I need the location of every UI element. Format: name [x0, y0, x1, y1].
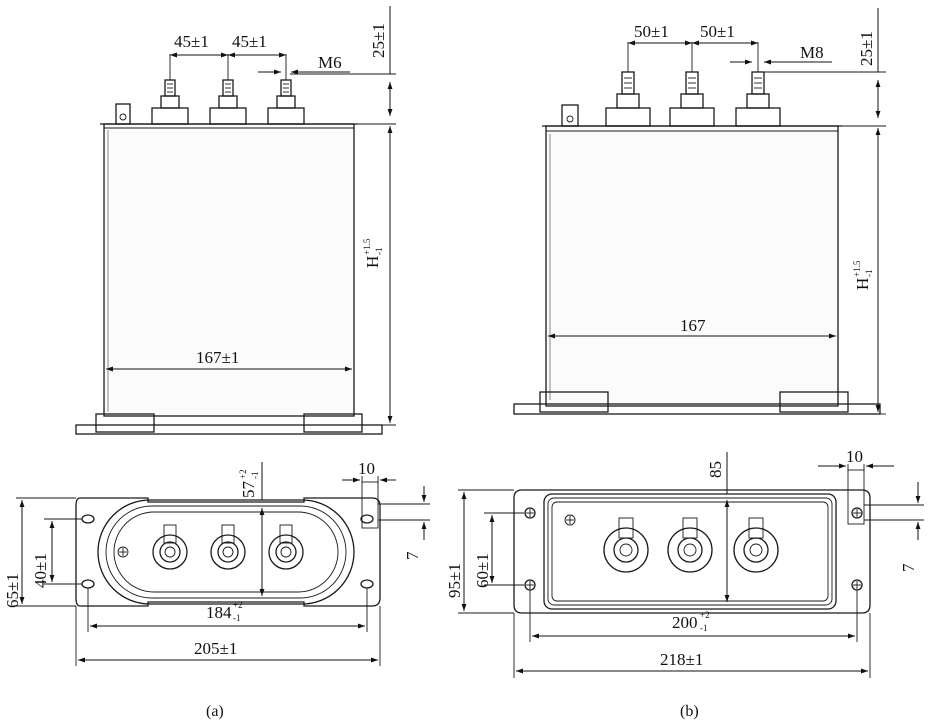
ground-stud-a: [115, 103, 131, 125]
svg-text:-1: -1: [250, 472, 260, 480]
svg-text:200: 200: [672, 613, 698, 632]
terminal-top-a-1: [152, 524, 188, 570]
ground-stud-b: [561, 104, 579, 127]
dim-b-thread: M8: [800, 43, 824, 62]
terminal-b-3: [735, 42, 781, 127]
dim-a-hole-length: 184 +2 -1: [206, 600, 243, 623]
top-view-a: 57 +2 -1 10 7 65±1 40±1 184 +2 -1: [3, 459, 430, 720]
dim-a-hole-depth: 40±1: [31, 553, 50, 588]
dim-a-spacing-2: 45±1: [232, 32, 267, 51]
svg-text:-1: -1: [233, 613, 241, 623]
dim-a-slot-width: 10: [358, 459, 375, 478]
capacitor-body-a: [103, 123, 355, 417]
terminal-a-2: [209, 54, 247, 125]
dim-b-slot-width: 10: [846, 447, 863, 466]
dim-a-spacing-1: 45±1: [174, 32, 209, 51]
dim-a-base-depth: 65±1: [3, 573, 22, 608]
svg-text:+1.5: +1.5: [362, 238, 372, 255]
front-view-a: 45±1 45±1 M6 25±1 H +1.5 -1 167±1: [75, 6, 396, 435]
rect-body-b: [543, 493, 837, 610]
terminal-top-b-2: [667, 517, 713, 573]
top-view-b: 85 10 7 95±1 60±1 200 +2 -1 218±: [445, 447, 924, 720]
flange-b: [513, 489, 871, 614]
dim-b-hole-depth: 60±1: [473, 553, 492, 588]
dim-a-terminal-height: 25±1: [369, 23, 388, 58]
dim-a-height: H +1.5 -1: [362, 238, 384, 268]
dim-b-hole-length: 200 +2 -1: [672, 610, 710, 633]
front-view-b: 50±1 50±1 M8 25±1 H +1.5 -1 167: [513, 8, 886, 415]
svg-text:H: H: [853, 278, 872, 290]
terminal-b-1: [605, 42, 651, 127]
terminal-b-2: [669, 42, 715, 127]
terminal-top-a-2: [210, 524, 246, 570]
svg-text:-1: -1: [864, 270, 874, 278]
dim-a-slot-depth: 7: [403, 551, 422, 560]
dim-b-base-length: 218±1: [660, 650, 703, 669]
svg-text:-1: -1: [374, 248, 384, 256]
svg-text:184: 184: [206, 603, 232, 622]
dim-b-slot-depth: 7: [899, 563, 918, 572]
terminal-top-b-3: [733, 517, 779, 573]
capacitor-body-b: [545, 125, 839, 407]
dim-b-body-depth: 85: [706, 461, 725, 478]
svg-text:+2: +2: [233, 600, 243, 610]
svg-text:57: 57: [239, 481, 258, 499]
dim-b-spacing-2: 50±1: [700, 22, 735, 41]
dim-a-base-length: 205±1: [194, 639, 237, 658]
oval-body-a: [97, 499, 355, 605]
terminal-a-1: [151, 54, 189, 125]
dim-b-base-depth: 95±1: [445, 563, 464, 598]
svg-text:+2: +2: [700, 610, 710, 620]
terminal-a-3: [267, 54, 305, 125]
dim-a-depth: 57 +2 -1: [238, 469, 260, 498]
svg-text:H: H: [363, 256, 382, 268]
svg-text:+2: +2: [238, 469, 248, 479]
dim-b-body-width: 167: [680, 316, 706, 335]
terminal-top-b-1: [603, 517, 649, 573]
dim-a-thread: M6: [318, 53, 342, 72]
dim-b-terminal-height: 25±1: [857, 31, 876, 66]
dim-a-body-width: 167±1: [196, 348, 239, 367]
caption-b: (b): [680, 703, 699, 720]
dim-b-spacing-1: 50±1: [634, 22, 669, 41]
terminal-top-a-3: [268, 524, 304, 570]
svg-text:+1.5: +1.5: [852, 260, 862, 277]
base-plate-a: [75, 424, 383, 435]
flange-a: [75, 497, 381, 607]
caption-a: (a): [206, 703, 224, 720]
dim-b-height: H +1.5 -1: [852, 260, 874, 290]
svg-text:-1: -1: [700, 623, 708, 633]
